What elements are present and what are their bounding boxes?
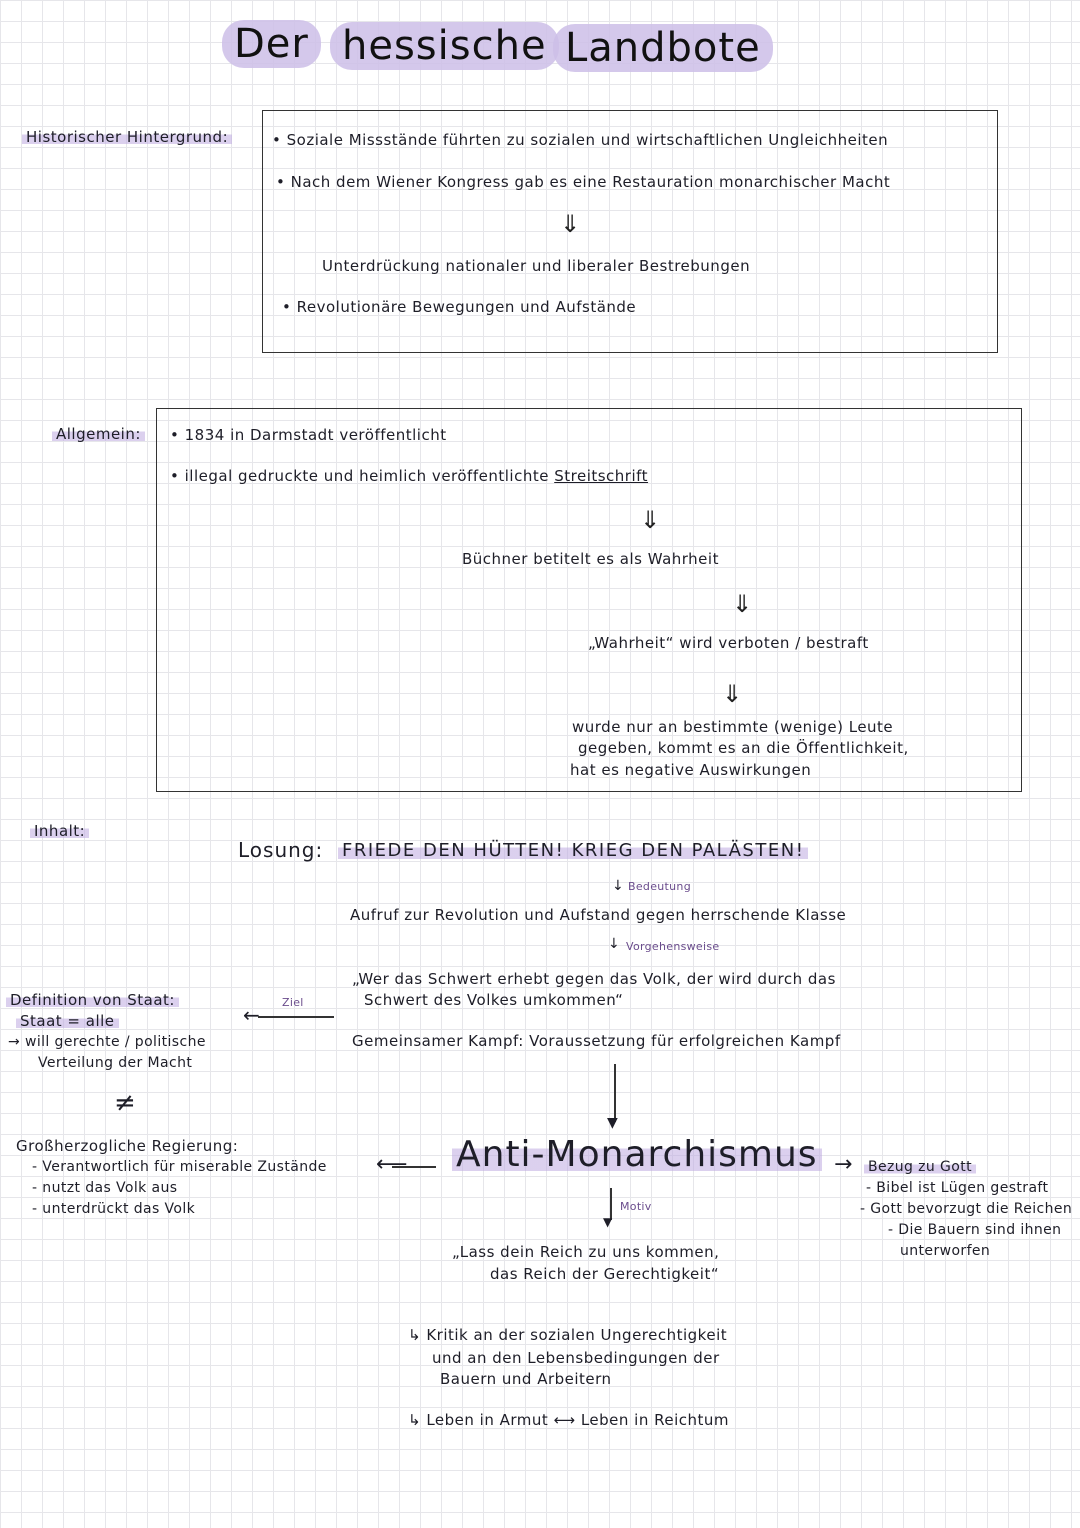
god-title: Bezug zu Gott xyxy=(864,1159,977,1175)
double-arrow-down-icon: ⇓ xyxy=(560,210,581,238)
goal-arrow-line xyxy=(258,1016,334,1018)
central-concept: Anti-Monarchismus xyxy=(452,1134,822,1175)
quote-2-line-1: „Lass dein Reich zu uns kommen, xyxy=(452,1243,720,1261)
content-label: Inhalt: xyxy=(30,822,90,840)
arrow-left-icon: ⟵ xyxy=(376,1152,408,1177)
god-item: - Bibel ist Lügen gestraft xyxy=(866,1180,1049,1196)
arrow-down-icon: ▼ xyxy=(607,1115,618,1131)
not-equal-icon: ≠ xyxy=(114,1088,136,1118)
quote-1-line-2: Schwert des Volkes umkommen“ xyxy=(364,991,624,1009)
title-word-2: hessische xyxy=(330,22,559,70)
arrow-down-icon: ↓ xyxy=(612,878,624,894)
historical-bullet-2: • Nach dem Wiener Kongress gab es eine R… xyxy=(276,173,891,191)
arrow-down-icon: ↓ xyxy=(608,936,620,952)
historical-bullet-1: • Soziale Missstände führten zu sozialen… xyxy=(272,131,889,149)
general-step-2: „Wahrheit“ wird verboten / bestraft xyxy=(588,634,869,652)
definition-arrow: → will gerechte / politische xyxy=(8,1034,206,1050)
historical-bullet-3: • Revolutionäre Bewegungen und Aufstände xyxy=(282,298,637,316)
title-word-1: Der xyxy=(222,20,321,68)
historical-label: Historischer Hintergrund: xyxy=(22,128,233,146)
title-word-3: Landbote xyxy=(553,24,773,72)
joint-fight: Gemeinsamer Kampf: Voraussetzung für erf… xyxy=(352,1032,841,1050)
arrow-right-icon: → xyxy=(834,1152,853,1177)
quote-1-line-1: „Wer das Schwert erhebt gegen das Volk, … xyxy=(352,970,836,988)
motive-arrow-line xyxy=(610,1188,612,1220)
government-title: Großherzogliche Regierung: xyxy=(16,1137,239,1155)
historical-box xyxy=(262,110,998,353)
arrow-left-icon: ← xyxy=(243,1003,260,1027)
critique-line-1: ↳ Kritik an der sozialen Ungerechtigkeit xyxy=(408,1326,728,1344)
slogan: FRIEDE DEN HÜTTEN! KRIEG DEN PALÄSTEN! xyxy=(338,840,809,861)
meaning-label: Bedeutung xyxy=(628,880,691,893)
motive-label: Motiv xyxy=(620,1200,652,1213)
call-to-revolution: Aufruf zur Revolution und Aufstand gegen… xyxy=(350,906,847,924)
general-box xyxy=(156,408,1022,792)
definition-title: Definition von Staat: xyxy=(6,991,179,1009)
streitschrift-term: Streitschrift xyxy=(554,467,649,485)
definition-arrow-2: Verteilung der Macht xyxy=(38,1055,193,1071)
critique-line-3: Bauern und Arbeitern xyxy=(440,1370,612,1388)
general-label: Allgemein: xyxy=(52,425,145,443)
general-bullet-2: • illegal gedruckte und heimlich veröffe… xyxy=(170,467,649,485)
contrast-line: ↳ Leben in Armut ⟷ Leben in Reichtum xyxy=(408,1411,730,1429)
general-bullet-1: • 1834 in Darmstadt veröffentlicht xyxy=(170,426,447,444)
double-arrow-down-icon: ⇓ xyxy=(732,590,753,618)
general-step-3-line-1: wurde nur an bestimmte (wenige) Leute xyxy=(572,718,894,736)
goal-label: Ziel xyxy=(282,996,304,1009)
god-item: unterworfen xyxy=(900,1243,991,1259)
double-arrow-down-icon: ⇓ xyxy=(722,680,743,708)
government-item: - Verantwortlich für miserable Zustände xyxy=(32,1159,327,1175)
definition-line: Staat = alle xyxy=(16,1012,119,1030)
god-item: - Gott bevorzugt die Reichen xyxy=(860,1201,1073,1217)
approach-label: Vorgehensweise xyxy=(626,940,720,953)
government-item: - nutzt das Volk aus xyxy=(32,1180,178,1196)
arrow-to-central-line xyxy=(614,1064,616,1122)
god-item: - Die Bauern sind ihnen xyxy=(888,1222,1062,1238)
government-item: - unterdrückt das Volk xyxy=(32,1201,196,1217)
quote-2-line-2: das Reich der Gerechtigkeit“ xyxy=(490,1265,720,1283)
general-step-3-line-2: gegeben, kommt es an die Öffentlichkeit, xyxy=(578,739,909,757)
critique-line-2: und an den Lebensbedingungen der xyxy=(432,1349,720,1367)
slogan-prefix: Losung: xyxy=(238,838,324,862)
central-left-arrow-line xyxy=(392,1166,436,1168)
general-step-3-line-3: hat es negative Auswirkungen xyxy=(570,761,812,779)
historical-result: Unterdrückung nationaler und liberaler B… xyxy=(322,257,751,275)
double-arrow-down-icon: ⇓ xyxy=(640,506,661,534)
general-step-1: Büchner betitelt es als Wahrheit xyxy=(462,550,719,568)
arrow-down-icon: ▼ xyxy=(603,1215,613,1229)
